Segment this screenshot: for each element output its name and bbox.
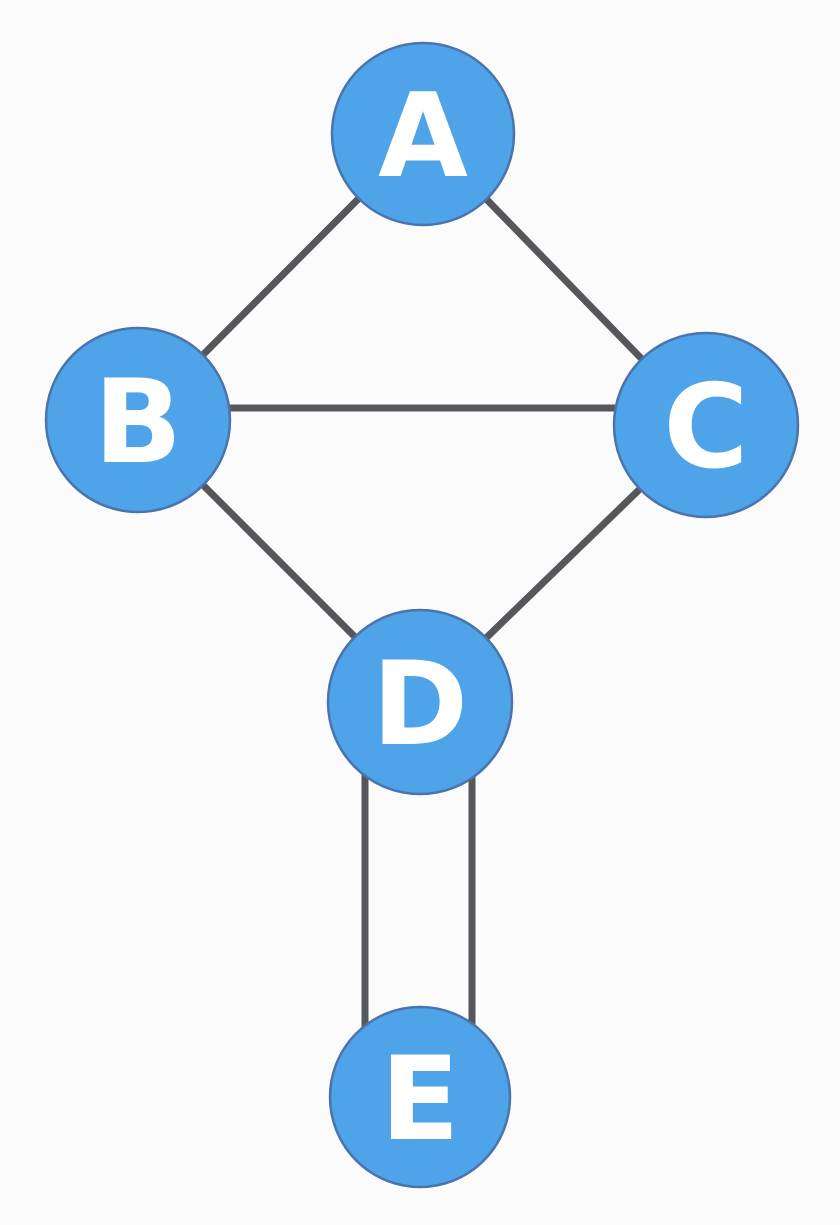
node-circle-D xyxy=(326,608,514,796)
node-C: C xyxy=(612,331,800,519)
node-label-E: E xyxy=(380,1032,459,1167)
node-label-D: D xyxy=(372,637,468,772)
node-circle-C xyxy=(612,331,800,519)
node-B: B xyxy=(44,326,232,514)
node-label-B: B xyxy=(94,355,182,490)
node-D: D xyxy=(326,608,514,796)
node-E: E xyxy=(328,1005,512,1189)
node-label-A: A xyxy=(378,69,468,204)
node-circle-E xyxy=(328,1005,512,1189)
node-label-C: C xyxy=(663,360,748,495)
node-circle-B xyxy=(44,326,232,514)
node-circle-A xyxy=(330,41,516,227)
node-A: A xyxy=(330,41,516,227)
